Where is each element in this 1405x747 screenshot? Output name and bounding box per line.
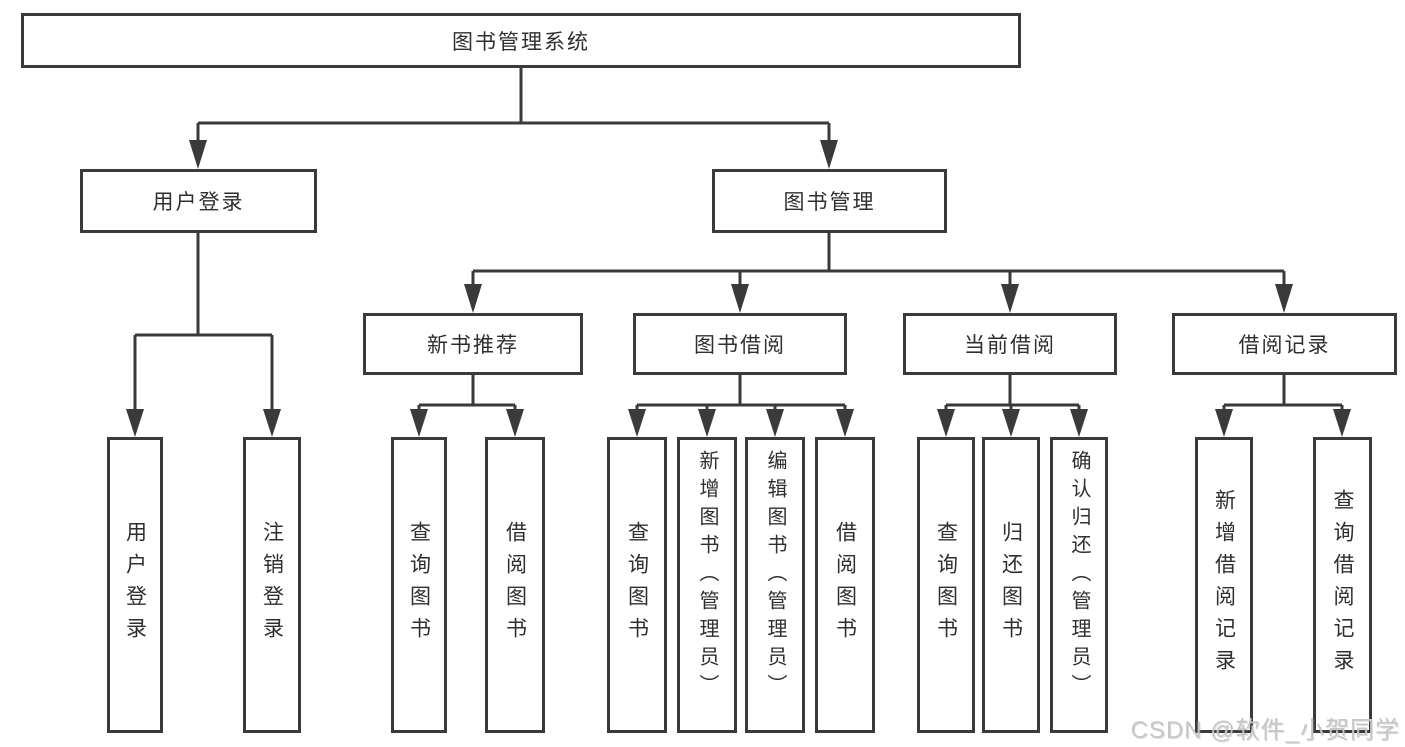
leaf-bb-borrow-books: 借阅图书 [815,437,875,733]
node-new-book-recommendation: 新书推荐 [363,313,583,375]
leaf-logout: 注销登录 [243,437,301,733]
node-label: 查询借阅记录 [1331,489,1354,681]
node-label: 借阅记录 [1238,334,1331,357]
node-label: 注销登录 [260,521,284,649]
node-label: 编辑图书（管理员） [764,450,786,702]
node-label: 查询图书 [407,521,431,649]
node-label: 借阅图书 [503,521,527,649]
node-label: 确认归还（管理员） [1068,450,1090,702]
node-label: 借阅图书 [833,521,857,649]
node-borrow-records: 借阅记录 [1172,313,1397,375]
watermark: CSDN @软件_小贺同学 [1130,717,1400,744]
node-label: 查询图书 [934,521,958,649]
node-book-management: 图书管理 [712,169,947,233]
connector-borrow-records-children [1215,375,1351,437]
leaf-cb-confirm-return-admin: 确认归还（管理员） [1050,437,1108,733]
node-label: 用户登录 [123,521,147,649]
leaf-nb-query-books: 查询图书 [391,437,447,733]
node-label: 图书借阅 [694,334,786,357]
leaf-br-query-record: 查询借阅记录 [1313,437,1372,733]
node-label: 新书推荐 [427,334,519,357]
node-label: 图书管理 [783,191,876,214]
connector-new-books-children [410,375,524,437]
node-book-borrowing: 图书借阅 [633,313,847,375]
node-current-borrowing: 当前借阅 [903,313,1117,375]
connector-root-to-level2 [189,68,838,169]
node-label: 当前借阅 [964,334,1056,357]
leaf-bb-add-books-admin: 新增图书（管理员） [677,437,737,733]
leaf-user-login: 用户登录 [107,437,163,733]
leaf-cb-query-books: 查询图书 [917,437,975,733]
leaf-br-add-record: 新增借阅记录 [1195,437,1253,733]
node-label: 新增借阅记录 [1212,489,1236,681]
leaf-bb-query-books: 查询图书 [607,437,667,733]
leaf-bb-edit-books-admin: 编辑图书（管理员） [745,437,805,733]
connector-user-login-children [126,233,281,437]
connector-book-borrow-children [628,375,854,437]
node-label: 查询图书 [625,521,649,649]
node-label: 用户登录 [152,191,245,214]
node-library-management-system: 图书管理系统 [21,13,1021,68]
leaf-nb-borrow-books: 借阅图书 [485,437,545,733]
connector-current-borrow-children [937,375,1088,437]
node-label: 归还图书 [999,521,1023,649]
leaf-cb-return-books: 归还图书 [982,437,1040,733]
node-label: 图书管理系统 [452,30,590,54]
node-user-login: 用户登录 [80,169,317,233]
node-label: 新增图书（管理员） [696,450,718,702]
connector-book-mgmt-children [464,233,1293,313]
